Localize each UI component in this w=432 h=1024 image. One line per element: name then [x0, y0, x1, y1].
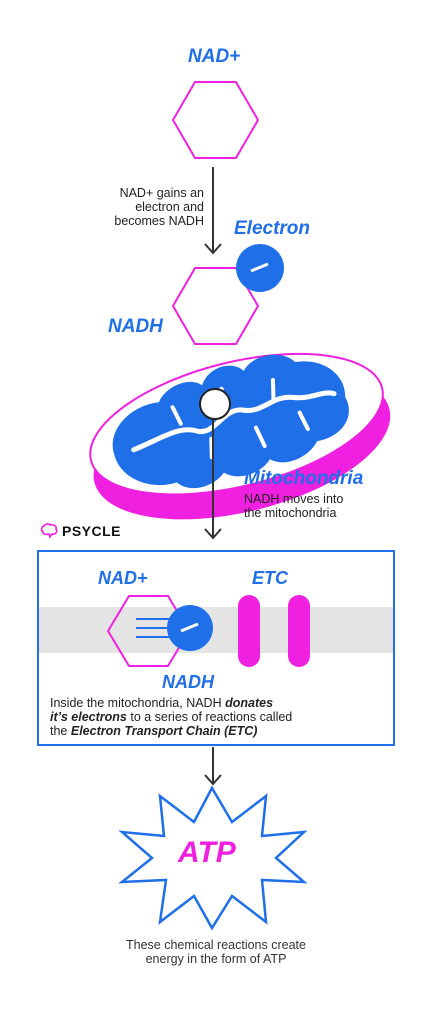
brand-logo: PSYCLE	[40, 523, 121, 539]
atp-starburst	[118, 785, 308, 931]
step1-caption-line: NAD+ gains an	[119, 186, 204, 200]
box-desc-line-3: the Electron Transport Chain (ETC)	[50, 724, 386, 738]
nadh-label: NADH	[108, 316, 163, 337]
box-electron-minus	[180, 622, 199, 633]
mito-caption-line: NADH moves into	[244, 492, 344, 506]
box-desc-plain: the	[50, 724, 71, 738]
box-nadh-label: NADH	[162, 672, 214, 692]
nad-hexagon	[171, 81, 260, 159]
box-desc-bold: Electron Transport Chain (ETC)	[70, 724, 258, 738]
step1-caption: NAD+ gains an electron and becomes NADH	[96, 186, 204, 228]
final-caption-line: energy in the form of ATP	[145, 952, 287, 966]
nadh-dot	[199, 388, 231, 420]
box-desc-bold: donates	[225, 696, 274, 710]
box-desc-line-1: Inside the mitochondria, NADH donates	[50, 696, 386, 710]
final-caption: These chemical reactions create energy i…	[66, 938, 366, 966]
arrow-1-head	[204, 243, 222, 255]
electron-minus	[250, 262, 269, 273]
membrane-band	[39, 607, 393, 653]
final-caption-line: These chemical reactions create	[126, 938, 306, 952]
electron-label: Electron	[234, 218, 311, 239]
box-desc-line-2: it’s electrons to a series of reactions …	[50, 710, 386, 724]
box-description: Inside the mitochondria, NADH donates it…	[50, 696, 386, 738]
mito-caption-line: the mitochondria	[244, 506, 337, 520]
etc-bar-2	[288, 595, 310, 667]
atp-label: ATP	[178, 836, 236, 869]
mitochondria	[89, 352, 391, 520]
arrow-3-head	[204, 774, 222, 786]
box-desc-bold: it’s electrons	[50, 710, 127, 724]
box-nad-label: NAD+	[98, 568, 148, 588]
box-desc-plain: to a series of reactions called	[126, 710, 293, 724]
nad-top-label: NAD+	[188, 46, 241, 67]
box-etc-label: ETC	[252, 568, 288, 588]
arrow-2-head	[204, 528, 222, 540]
step1-caption-line: electron and	[135, 200, 204, 214]
step1-caption-line: becomes NADH	[114, 214, 204, 228]
box-nad-hexagon	[106, 595, 191, 667]
mito-caption: NADH moves into the mitochondria	[244, 492, 343, 520]
mitochondria-label: Mitochondria	[244, 468, 364, 489]
brain-icon	[40, 523, 58, 539]
etc-bar-1	[238, 595, 260, 667]
brand-name: PSYCLE	[62, 523, 122, 539]
box-desc-plain: Inside the mitochondria, NADH	[50, 696, 226, 710]
